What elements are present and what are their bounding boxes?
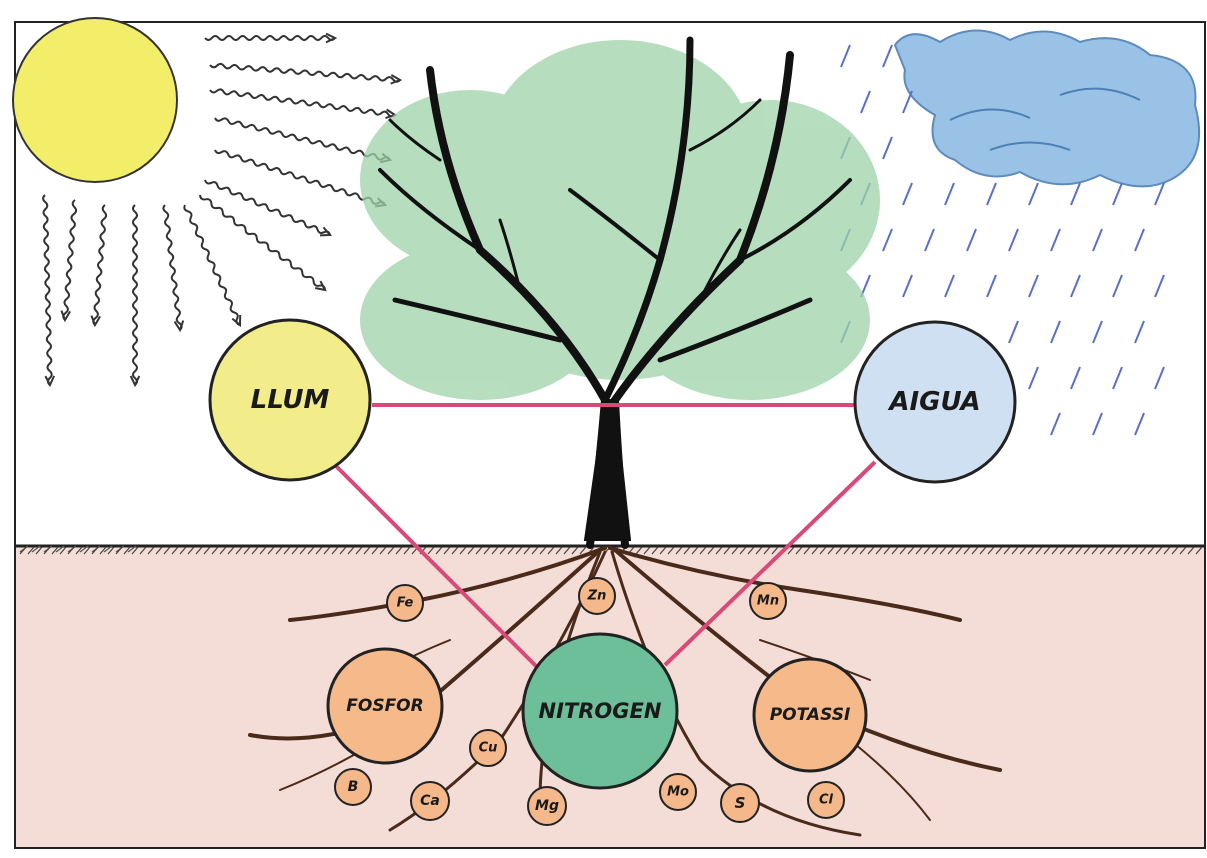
micro-mo-label: Mo bbox=[667, 785, 689, 800]
sun bbox=[13, 18, 177, 182]
node-llum-label: LLUM bbox=[251, 385, 330, 415]
micro-fe: Fe bbox=[387, 585, 423, 621]
node-fosfor: FOSFOR bbox=[328, 649, 442, 763]
node-nitrogen: NITROGEN bbox=[523, 634, 677, 788]
node-potassi: POTASSI bbox=[754, 659, 866, 771]
micro-cu: Cu bbox=[470, 730, 506, 766]
micro-s-label: S bbox=[735, 794, 746, 812]
micro-fe-label: Fe bbox=[397, 596, 414, 611]
micro-mn: Mn bbox=[750, 583, 786, 619]
micro-ca-label: Ca bbox=[420, 793, 440, 809]
node-nitrogen-label: NITROGEN bbox=[539, 699, 662, 723]
micro-mn-label: Mn bbox=[757, 594, 779, 609]
micro-b-label: B bbox=[348, 779, 359, 795]
micro-cl-label: Cl bbox=[819, 793, 834, 808]
micro-mg: Mg bbox=[528, 787, 566, 825]
micro-mg-label: Mg bbox=[535, 798, 559, 814]
micro-cl: Cl bbox=[808, 782, 844, 818]
node-fosfor-label: FOSFOR bbox=[346, 696, 423, 716]
node-aigua-label: AIGUA bbox=[887, 387, 980, 417]
micro-zn: Zn bbox=[579, 578, 615, 614]
node-llum: LLUM bbox=[210, 320, 370, 480]
node-potassi-label: POTASSI bbox=[770, 705, 851, 725]
micro-ca: Ca bbox=[411, 782, 449, 820]
node-aigua: AIGUA bbox=[855, 322, 1015, 482]
micro-s: S bbox=[721, 784, 759, 822]
micro-cu-label: Cu bbox=[479, 741, 498, 756]
micro-zn-label: Zn bbox=[587, 589, 607, 604]
micro-mo: Mo bbox=[660, 774, 696, 810]
micro-b: B bbox=[335, 769, 371, 805]
